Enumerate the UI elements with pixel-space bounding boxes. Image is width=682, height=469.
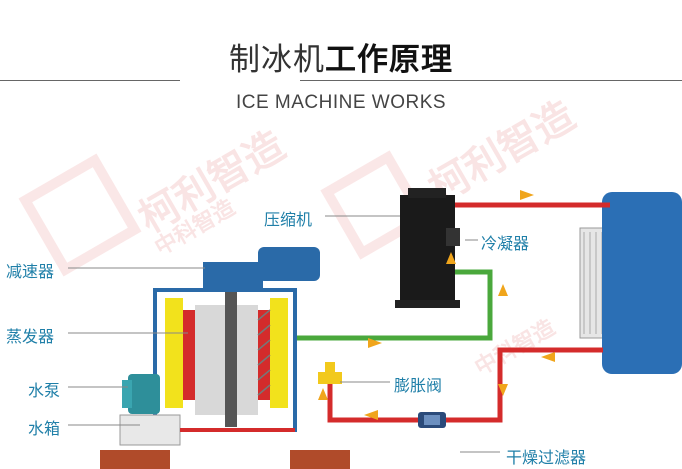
title-light: 制冰机: [229, 42, 325, 78]
header-rule-right: [300, 80, 682, 81]
label-tank: 水箱: [28, 419, 61, 438]
title-bold: 工作原理: [325, 42, 453, 78]
suction-return-pipe: [295, 269, 493, 341]
arrow-up-3: [318, 388, 328, 400]
arrow-right-2: [368, 338, 382, 348]
liquid-line-pipe-2: [327, 380, 418, 423]
label-evaporator: 蒸发器: [6, 327, 55, 346]
label-pump: 水泵: [28, 381, 61, 400]
ice-maker-body: [100, 247, 350, 469]
arrow-left-2: [364, 410, 378, 420]
header-rule-left: [0, 80, 180, 81]
page-title: 制冰机工作原理: [0, 34, 682, 79]
arrow-up-2: [446, 252, 456, 264]
arrow-down-1: [498, 384, 508, 396]
label-reducer: 减速器: [6, 262, 55, 281]
expansion-valve: [318, 362, 342, 384]
compressor: [395, 188, 460, 308]
liquid-line-pipe: [445, 347, 603, 423]
page-subtitle: ICE MACHINE WORKS: [235, 92, 447, 113]
filter-drier: [418, 412, 446, 428]
arrow-left-1: [541, 352, 555, 362]
arrow-right-1: [520, 190, 534, 200]
watermark-logos: [18, 150, 430, 277]
label-compressor: 压缩机: [264, 210, 313, 229]
label-filter-drier: 干燥过滤器: [506, 448, 587, 467]
arrow-up-1: [498, 284, 508, 296]
flow-arrows: [318, 190, 555, 420]
condenser: [579, 192, 682, 374]
label-expansion-valve: 膨胀阀: [394, 376, 443, 395]
leader-lines: [68, 215, 500, 453]
label-condenser: 冷凝器: [481, 234, 530, 253]
